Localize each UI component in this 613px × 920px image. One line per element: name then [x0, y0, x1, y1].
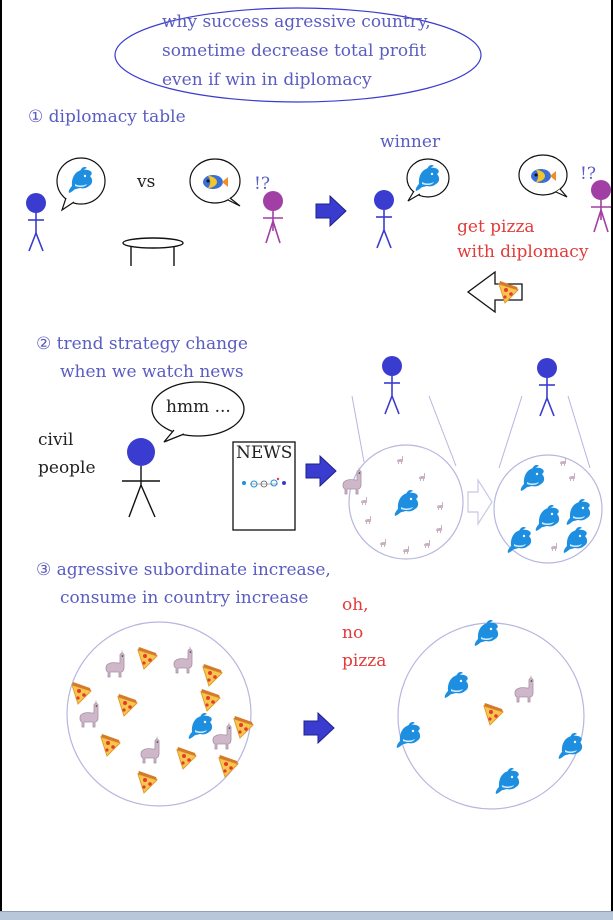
surprise-label-right: !? [580, 164, 596, 184]
title-line-2: sometime decrease total profit [162, 41, 427, 61]
news-headline: NEWS [236, 443, 293, 463]
person-purple-right [590, 179, 611, 233]
arrow-left-pizza [466, 270, 523, 314]
arrow-right-3 [303, 712, 335, 744]
speech-bubble-dolphin-winner [406, 158, 450, 202]
bottom-scrollbar[interactable] [0, 911, 613, 920]
arrow-right-2 [305, 455, 337, 487]
winner-label: winner [380, 132, 441, 152]
section3-heading-line-2: consume in country increase [60, 588, 309, 608]
person-winner-blue [373, 189, 395, 249]
title-line-3: even if win in diplomacy [162, 70, 372, 90]
person-purple-left [262, 190, 284, 244]
newspaper [232, 441, 296, 531]
section2-heading-line-1: ② trend strategy change [36, 334, 248, 354]
speech-bubble-dolphin-left [56, 157, 106, 212]
title-line-1: why success agressive country, [162, 12, 431, 32]
vs-label: vs [137, 172, 156, 192]
diplomacy-table [122, 237, 184, 266]
speech-bubble-fish-right [518, 154, 568, 198]
get-pizza-line-2: with diplomacy [457, 242, 589, 262]
country-circle-pizza-full [66, 621, 254, 807]
arrow-hollow-small [467, 477, 493, 527]
section2-heading-line-2: when we watch news [60, 362, 244, 382]
person-thinking [122, 438, 160, 518]
country-circle-after [493, 357, 603, 564]
surprise-label-left: !? [254, 174, 270, 194]
arrow-right-1 [315, 195, 347, 227]
person-left-blue [25, 192, 47, 252]
section1-heading: ① diplomacy table [28, 107, 186, 127]
thought-bubble [151, 381, 245, 443]
speech-bubble-fish [189, 158, 241, 207]
oh-no-line-3: pizza [342, 651, 387, 671]
civil-people-line-1: civil [38, 430, 74, 450]
country-circle-pizza-empty [396, 620, 585, 810]
country-circle-before [342, 355, 464, 560]
oh-no-line-2: no [342, 623, 364, 643]
title-bubble-outline [114, 7, 482, 103]
thought-text: hmm ... [166, 397, 231, 417]
oh-no-line-1: oh, [342, 595, 369, 615]
civil-people-line-2: people [38, 458, 96, 478]
section3-heading-line-1: ③ agressive subordinate increase, [36, 560, 331, 580]
get-pizza-line-1: get pizza [457, 217, 535, 237]
